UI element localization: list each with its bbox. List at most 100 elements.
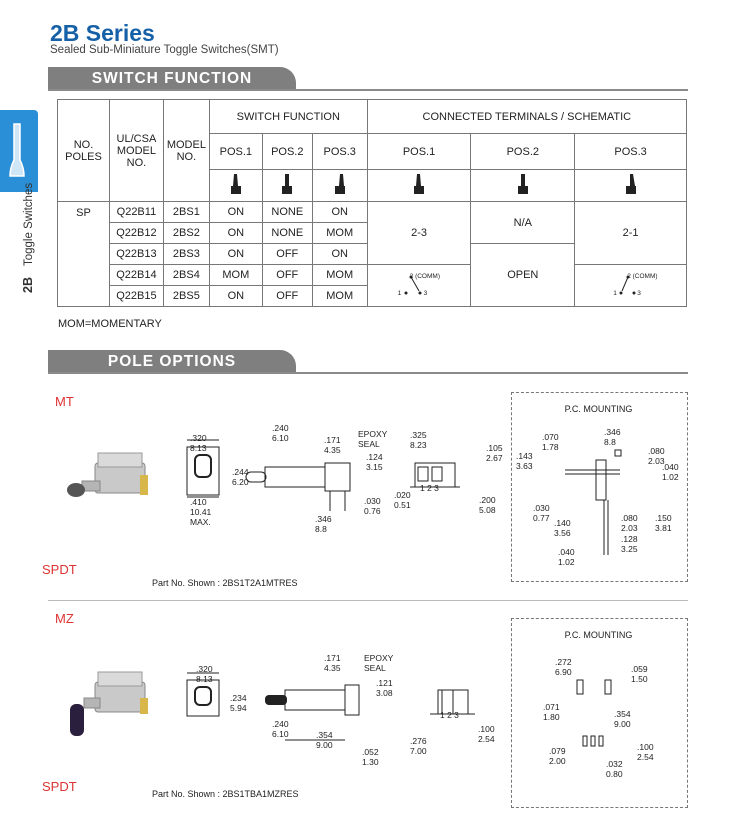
mz-dim-h: .276 7.00 (410, 736, 427, 756)
conn-pos1-value: 2-3 (366, 201, 472, 265)
schematic-comm: 2 (COMM) (409, 272, 440, 280)
side-tab (0, 110, 38, 192)
mt-dim-c: .410 10.41 MAX. (190, 497, 212, 527)
mt-pcm-p8: .080 2.03 (621, 513, 638, 533)
mt-pcm-p6: .030 0.77 (533, 503, 550, 523)
section-switch-function: SWITCH FUNCTION (48, 67, 296, 90)
schematic-t1: 1 (613, 289, 617, 297)
cell-model: 2BS2 (162, 222, 210, 244)
section-divider (48, 372, 688, 374)
cell-ul: Q22B12 (108, 222, 164, 244)
mt-dim-h: .346 8.8 (315, 514, 332, 534)
header-pos3: POS.3 (311, 133, 368, 170)
mt-dim-d: .240 6.10 (272, 423, 289, 443)
mz-pc-mounting-drawing (576, 679, 612, 747)
cell-pos3: MOM (311, 285, 368, 307)
mt-dim-k: .020 0.51 (394, 490, 411, 510)
cell-pos2: NONE (261, 222, 313, 244)
cell-pos3: MOM (311, 264, 368, 286)
mz-label: MZ (55, 611, 74, 626)
mt-dim-j: .105 2.67 (486, 443, 503, 463)
mz-pcm-p1: .272 6.90 (555, 657, 572, 677)
mt-dimension-drawing (186, 439, 460, 511)
mt-pc-mounting-title: P.C. MOUNTING (564, 404, 633, 414)
mt-dim-l: .200 5.08 (479, 495, 496, 515)
schematic-comm: 2 (COMM) (627, 272, 658, 280)
mt-pcm-p11: .040 1.02 (558, 547, 575, 567)
mt-type: SPDT (42, 562, 77, 577)
side-category: Toggle Switches (23, 182, 35, 267)
header-no-poles: NO. POLES (57, 99, 110, 202)
mt-pcm-p3: .143 3.63 (516, 451, 533, 471)
mt-pcm-p10: .128 3.25 (621, 534, 638, 554)
mt-pcm-p2: .346 8.8 (604, 427, 621, 447)
conn-pos2-open: OPEN (470, 243, 576, 307)
mt-label: MT (55, 394, 74, 409)
mz-dim-a: .320 8.13 (196, 664, 213, 684)
mz-pcm-p5: .079 2.00 (549, 746, 566, 766)
mz-pc-mounting-title: P.C. MOUNTING (564, 630, 633, 640)
cell-pos1: ON (208, 243, 263, 265)
series-title: 2B Series (50, 20, 155, 46)
schematic-pos1: 2 (COMM) 1 3 (366, 264, 472, 307)
mt-dim-b: .244 6.20 (232, 467, 249, 487)
section-divider (48, 89, 688, 91)
toggle-center-icon (261, 169, 313, 202)
header-pos1: POS.1 (208, 133, 263, 170)
switch-function-table: NO. POLES UL/CSA MODEL NO. MODEL NO. SWI… (57, 99, 688, 307)
cell-ul: Q22B15 (108, 285, 164, 307)
toggle-switch-icon (9, 123, 25, 177)
header-connected: CONNECTED TERMINALS / SCHEMATIC (366, 99, 688, 134)
header-model-no: MODEL NO. (162, 99, 210, 202)
mt-dim-f: .124 3.15 (366, 452, 383, 472)
mz-dim-b: .234 5.94 (230, 693, 247, 713)
side-series: 2B (21, 277, 35, 293)
cell-ul: Q22B11 (108, 201, 164, 223)
mz-pcm-p4: .354 9.00 (614, 709, 631, 729)
schematic-switch-icon (619, 275, 636, 294)
cell-pos3: MOM (311, 222, 368, 244)
mz-switch-photo (70, 671, 148, 736)
cell-pos2: OFF (261, 285, 313, 307)
mt-dim-a: .320 8.13 (190, 433, 207, 453)
mz-terminal-numbers: 1 2 3 (440, 710, 459, 720)
cell-pos1: ON (208, 222, 263, 244)
mt-epoxy: EPOXY SEAL (358, 429, 388, 449)
mt-pcm-p5: .040 1.02 (662, 462, 679, 482)
mt-pcm-p1: .070 1.78 (542, 432, 559, 452)
mz-dimension-drawing (186, 672, 475, 741)
header-pos2: POS.2 (261, 133, 313, 170)
cell-model: 2BS3 (162, 243, 210, 265)
mt-pcm-p7: .140 3.56 (554, 518, 571, 538)
mt-dim-g: .030 0.76 (364, 496, 381, 516)
mt-switch-photo (67, 452, 148, 497)
toggle-right-icon (574, 169, 687, 202)
divider (48, 600, 688, 601)
mt-part-no: Part No. Shown : 2BS1T2A1MTRES (152, 578, 298, 588)
mz-dim-g: .052 1.30 (362, 747, 379, 767)
header-switch-function: SWITCH FUNCTION (208, 99, 368, 134)
mom-note: MOM=MOMENTARY (58, 318, 162, 330)
side-label: 2B Toggle Switches (21, 183, 35, 293)
mt-dim-i: .325 8.23 (410, 430, 427, 450)
mz-pc-mounting-box (511, 618, 688, 808)
section-pole-options: POLE OPTIONS (48, 350, 296, 373)
toggle-right-icon (311, 169, 368, 202)
mt-pcm-p4: .080 2.03 (648, 446, 665, 466)
schematic-pos3: 2 (COMM) 1 3 (574, 264, 687, 307)
toggle-center-icon (470, 169, 576, 202)
conn-pos2-na: N/A (470, 201, 576, 244)
cell-model: 2BS5 (162, 285, 210, 307)
cell-model: 2BS4 (162, 264, 210, 286)
mz-type: SPDT (42, 779, 77, 794)
mt-pc-mounting-drawing (565, 449, 622, 555)
mt-pcm-p9: .150 3.81 (655, 513, 672, 533)
mz-pcm-p2: .059 1.50 (631, 664, 648, 684)
header-ul-csa: UL/CSA MODEL NO. (108, 99, 164, 202)
header-conn-pos2: POS.2 (470, 133, 576, 170)
cell-pos1: ON (208, 285, 263, 307)
mz-dim-e: .240 6.10 (272, 719, 289, 739)
schematic-t3: 3 (423, 289, 428, 297)
mz-pcm-p7: .032 0.80 (606, 759, 623, 779)
toggle-left-icon (366, 169, 472, 202)
